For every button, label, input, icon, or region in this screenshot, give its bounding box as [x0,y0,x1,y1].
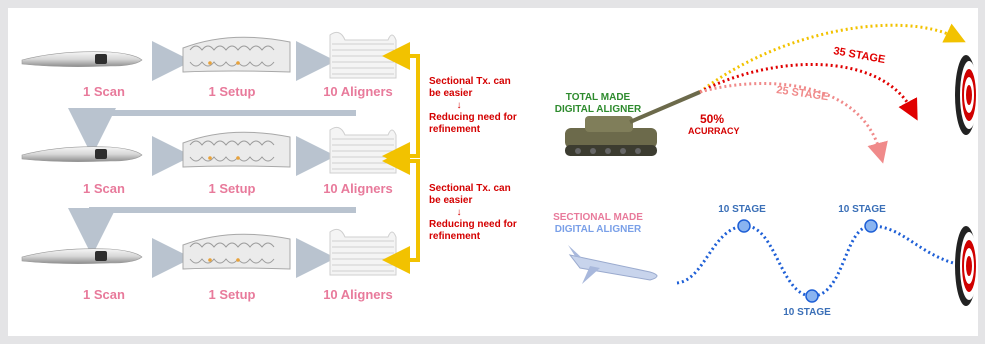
svg-text:Reducing need for: Reducing need for [429,112,517,123]
scanner-icon [21,146,143,162]
svg-text:refinement: refinement [429,124,481,135]
aligners-label: 10 Aligners [323,287,393,302]
svg-text:SECTIONAL MADE: SECTIONAL MADE [553,212,643,223]
yellow-bracket-1 [397,54,420,158]
stage-node [864,219,878,233]
trajectory-25-stage [699,81,888,164]
stage-node [737,219,751,233]
stage-25-label: 25 STAGE [776,84,830,103]
svg-text:↓: ↓ [457,207,462,218]
scan-label: 1 Scan [83,181,125,196]
workflow-row-2: 1 Scan 1 Setup 10 Aligners [21,126,397,196]
svg-text:DIGITAL ALIGNER: DIGITAL ALIGNER [555,224,642,235]
dental-setup-icon [182,131,291,168]
workflow-row-3: 1 Scan 1 Setup 10 Aligners [21,228,397,302]
target-icon [955,55,978,135]
sectional-trajectory [676,224,978,298]
aligners-stack-icon [329,228,397,276]
stage-35-label: 35 STAGE [832,45,886,66]
setup-label: 1 Setup [209,84,256,99]
aligners-stack-icon [329,126,397,174]
dental-setup-icon [182,36,291,73]
stage-node [805,289,819,303]
missile-icon [568,245,658,284]
aligners-label: 10 Aligners [323,181,393,196]
trajectory-overshoot [699,23,966,94]
accuracy-label: ACURRACY [688,126,740,136]
target-icon [955,226,978,306]
note-2: Sectional Tx. can be easier ↓ Reducing n… [429,183,517,242]
stage-label-b: 10 STAGE [838,204,886,215]
svg-text:DIGITAL ALIGNER: DIGITAL ALIGNER [555,104,642,115]
scanner-icon [21,248,143,264]
svg-text:Sectional Tx. can: Sectional Tx. can [429,76,511,87]
sectional-made-title: SECTIONAL MADE DIGITAL ALIGNER [553,212,643,235]
scanner-icon [21,51,143,67]
workflow-row-1: 1 Scan 1 Setup 10 Aligners [21,31,397,99]
setup-label: 1 Setup [209,287,256,302]
svg-text:TOTAL MADE: TOTAL MADE [566,92,631,103]
row-connector-arrow [68,207,356,256]
yellow-bracket-2 [397,159,420,262]
scan-label: 1 Scan [83,287,125,302]
svg-text:refinement: refinement [429,231,481,242]
svg-text:Reducing need for: Reducing need for [429,219,517,230]
svg-text:Sectional Tx. can: Sectional Tx. can [429,183,511,194]
svg-text:be easier: be easier [429,88,472,99]
accuracy-percent: 50% [700,112,724,126]
dental-setup-icon [182,233,291,270]
scan-label: 1 Scan [83,84,125,99]
svg-text:↓: ↓ [457,100,462,111]
stage-label-a: 10 STAGE [718,204,766,215]
aligners-stack-icon [329,31,397,79]
setup-label: 1 Setup [209,181,256,196]
row-connector-arrow [68,108,356,156]
svg-text:be easier: be easier [429,195,472,206]
total-made-title: TOTAL MADE DIGITAL ALIGNER [555,92,642,115]
tank-icon [565,90,701,156]
stage-label-c: 10 STAGE [783,307,831,318]
aligners-label: 10 Aligners [323,84,393,99]
note-1: Sectional Tx. can be easier ↓ Reducing n… [429,76,517,135]
trajectory-35-stage [699,62,918,121]
